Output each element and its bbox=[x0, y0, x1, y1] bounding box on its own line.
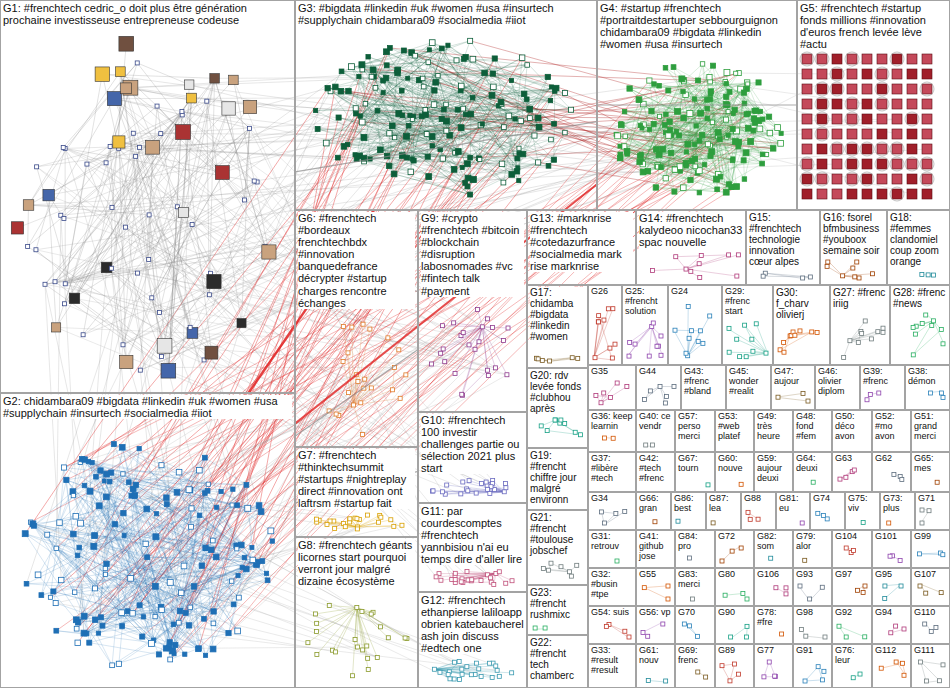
network-graph: G1: #frenchtech cedric_o doit plus être … bbox=[0, 0, 950, 688]
